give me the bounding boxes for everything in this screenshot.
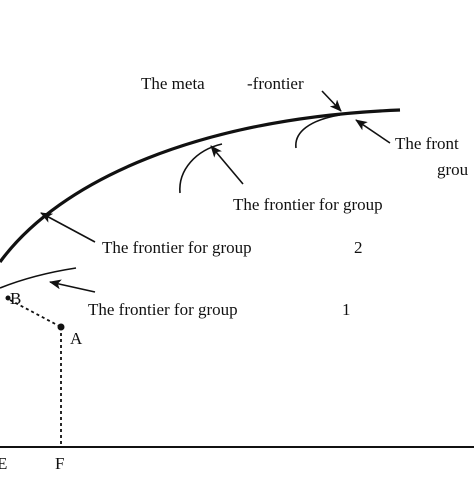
point-b [5,295,11,301]
point-e-label: E [0,454,7,473]
group-3-label-left: The front [395,134,459,153]
arrow-group-3 [355,119,391,144]
group-3-label-right: grou [437,160,469,179]
group-upper-label: The frontier for group [233,195,383,214]
point-a-label: A [70,329,83,348]
arrow-meta-frontier [321,90,342,112]
group-2-label: The frontier for group [102,238,252,257]
arrow-group-2 [40,212,96,243]
meta-frontier-curve [0,108,401,263]
group-1-label: The frontier for group [88,300,238,319]
meta-frontier-label-left: The meta [141,74,205,93]
group-1-number: 1 [342,300,351,319]
group-2-number: 2 [354,238,363,257]
arrow-group-1 [49,279,96,293]
point-b-label: B [10,289,21,308]
meta-frontier-label-right: -frontier [247,74,304,93]
arrow-group-upper [210,145,244,185]
point-a [57,323,65,331]
dashed-line-b-to-a [9,299,62,328]
group-1-frontier-curve [0,267,77,289]
group-frontier-arc-2 [295,114,341,149]
point-f-label: F [55,454,64,473]
